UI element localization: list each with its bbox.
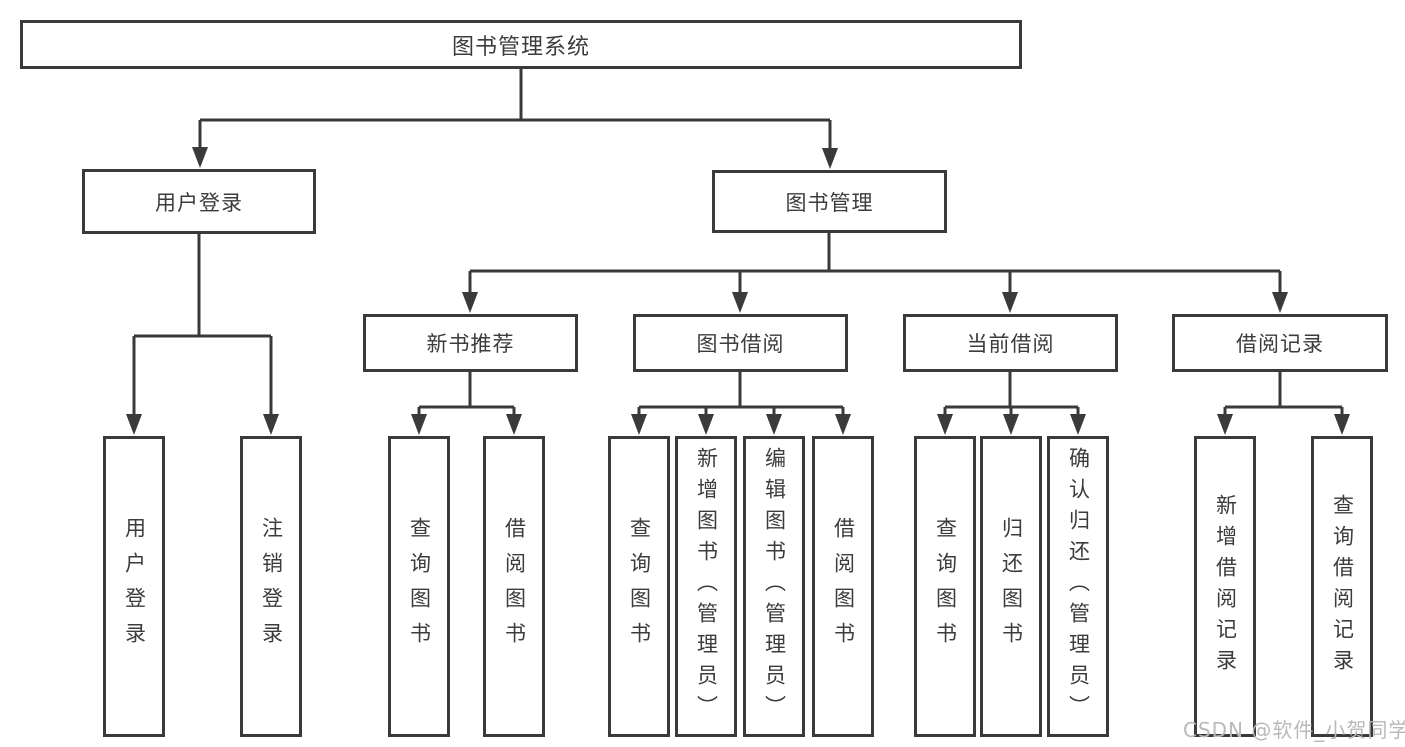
connector-root-to-level1 (192, 69, 838, 169)
leaf-records-add: 新增借阅记录 (1194, 436, 1256, 737)
connector-current-borrowing-to-leaves (937, 372, 1086, 435)
arrowhead-icon (192, 147, 208, 168)
arrowhead-icon (506, 414, 522, 435)
leaf-new-books-borrow: 借阅图书 (483, 436, 545, 737)
connector-user-login-to-leaves (126, 234, 279, 435)
leaf-current-query: 查询图书 (914, 436, 976, 737)
leaf-logout: 注销登录 (240, 436, 302, 737)
leaf-borrowing-add-admin: 新增图书（管理员） (675, 436, 737, 737)
connector-book-management-to-level2 (462, 233, 1288, 313)
leaf-new-books-query: 查询图书 (388, 436, 450, 737)
leaf-borrowing-edit-admin: 编辑图书（管理员） (743, 436, 805, 737)
node-new-books: 新书推荐 (363, 314, 578, 372)
leaf-current-return: 归还图书 (980, 436, 1042, 737)
arrowhead-icon (732, 292, 748, 313)
node-borrow-records: 借阅记录 (1172, 314, 1388, 372)
arrowhead-icon (1003, 414, 1019, 435)
arrowhead-icon (766, 414, 782, 435)
arrowhead-icon (822, 148, 838, 169)
arrowhead-icon (263, 414, 279, 435)
arrowhead-icon (1217, 414, 1233, 435)
leaf-records-query: 查询借阅记录 (1311, 436, 1373, 737)
node-root: 图书管理系统 (20, 20, 1022, 69)
arrowhead-icon (631, 414, 647, 435)
arrowhead-icon (1334, 414, 1350, 435)
connector-new-books-to-leaves (411, 372, 522, 435)
arrowhead-icon (462, 292, 478, 313)
connector-book-borrowing-to-leaves (631, 372, 851, 435)
arrowhead-icon (1002, 292, 1018, 313)
arrowhead-icon (937, 414, 953, 435)
arrowhead-icon (411, 414, 427, 435)
arrowhead-icon (835, 414, 851, 435)
leaf-borrowing-query: 查询图书 (608, 436, 670, 737)
leaf-borrowing-borrow: 借阅图书 (812, 436, 874, 737)
leaf-current-confirm-return-admin: 确认归还（管理员） (1047, 436, 1109, 737)
node-user-login: 用户登录 (82, 169, 316, 234)
arrowhead-icon (1272, 292, 1288, 313)
watermark: CSDN @软件_小贺同学 (1183, 718, 1405, 742)
arrowhead-icon (698, 414, 714, 435)
node-current-borrowing: 当前借阅 (903, 314, 1118, 372)
node-book-borrowing: 图书借阅 (633, 314, 848, 372)
leaf-user-login: 用户登录 (103, 436, 165, 737)
node-book-management: 图书管理 (712, 170, 947, 233)
arrowhead-icon (1070, 414, 1086, 435)
arrowhead-icon (126, 414, 142, 435)
connector-borrow-records-to-leaves (1217, 372, 1350, 435)
